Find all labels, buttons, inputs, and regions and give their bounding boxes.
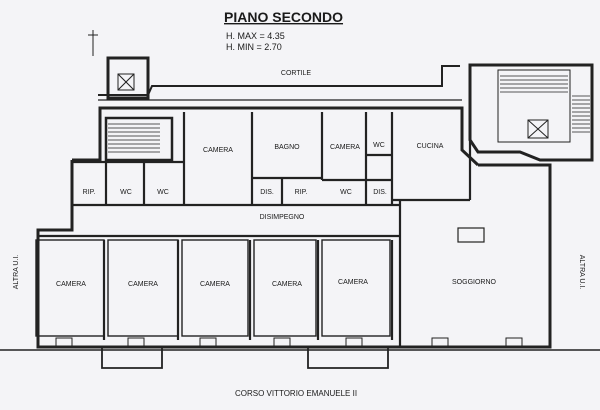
courtyard-wall xyxy=(98,65,462,101)
room-label-camera-1: CAMERA xyxy=(56,281,86,288)
room-label-wc-top: WC xyxy=(373,142,385,149)
room-label-camera-3: CAMERA xyxy=(200,281,230,288)
courtyard-label: CORTILE xyxy=(281,70,312,77)
room-label-camera-top-2: CAMERA xyxy=(330,144,360,151)
room-label-cucina: CUCINA xyxy=(417,143,444,150)
room-label-dis-2: DIS. xyxy=(373,189,387,196)
upper-partitions xyxy=(72,112,472,207)
north-arrow-icon xyxy=(88,30,98,56)
corridor-walls xyxy=(38,200,402,347)
street-label: CORSO VITTORIO EMANUELE II xyxy=(235,389,357,398)
adjacent-unit-left-label: ALTRA U.I. xyxy=(13,255,20,290)
room-label-wc-left-1: WC xyxy=(120,189,132,196)
room-label-camera-top-1: CAMERA xyxy=(203,147,233,154)
room-label-wc-mid: WC xyxy=(340,189,352,196)
room-label-camera-5: CAMERA xyxy=(338,279,368,286)
room-label-rip-left: RIP. xyxy=(83,189,96,196)
adjacent-unit-right-label: ALTRA U.I. xyxy=(578,255,585,290)
room-label-dis-1: DIS. xyxy=(260,189,274,196)
plan-title: PIANO SECONDO xyxy=(224,9,343,25)
bedroom-partitions xyxy=(35,239,394,340)
room-label-disimpegno: DISIMPEGNO xyxy=(260,214,305,221)
room-label-bagno: BAGNO xyxy=(274,144,300,151)
room-label-rip-mid: RIP. xyxy=(295,189,308,196)
room-label-soggiorno: SOGGIORNO xyxy=(452,279,497,286)
room-label-camera-4: CAMERA xyxy=(272,281,302,288)
height-max-note: H. MAX = 4.35 xyxy=(226,31,285,41)
facade-windows xyxy=(55,337,523,349)
soggiorno-fireplace xyxy=(457,227,485,243)
height-min-note: H. MIN = 2.70 xyxy=(226,42,282,52)
outer-walls xyxy=(36,106,552,349)
room-label-wc-left-2: WC xyxy=(157,189,169,196)
stair-tower-right xyxy=(468,63,594,162)
stair-tower-left xyxy=(106,56,150,100)
room-label-camera-2: CAMERA xyxy=(128,281,158,288)
balconies xyxy=(101,348,389,369)
internal-staircase xyxy=(104,116,174,162)
